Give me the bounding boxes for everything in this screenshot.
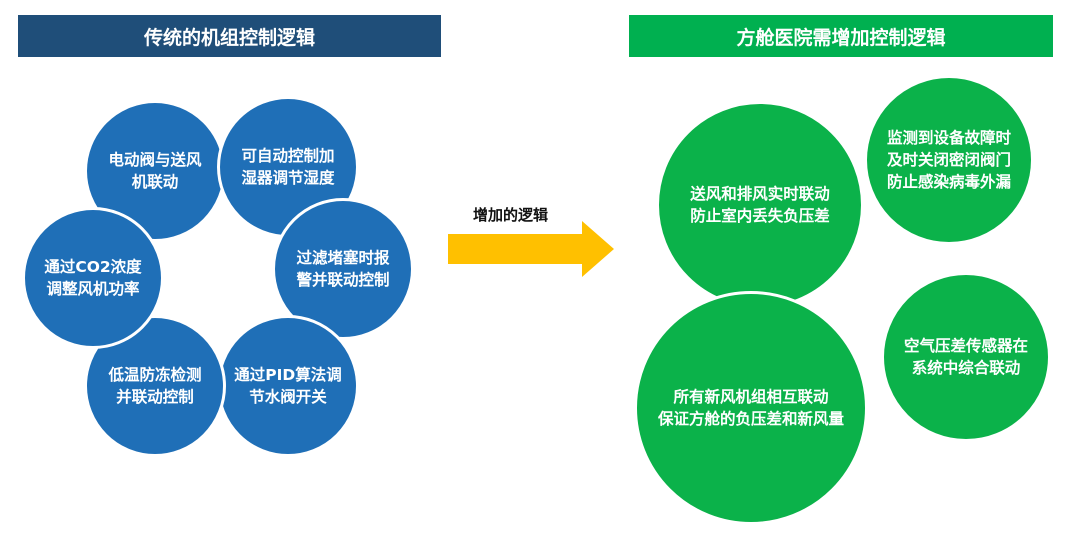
circle-fault-valve-close-text: 监测到设备故障时 及时关闭密闭阀门 防止感染病毒外漏 [886, 129, 1011, 191]
circle-pressure-sensor-text: 空气压差传感器在 系统中综合联动 [903, 337, 1028, 377]
circle-pid-valve-text: 通过PID算法调 节水阀开关 [234, 366, 342, 406]
circle-fresh-air-units: 所有新风机组相互联动 保证方舱的负压差和新风量 [634, 291, 868, 525]
circle-humidity-control-text: 可自动控制加 湿器调节湿度 [241, 147, 335, 187]
circle-pid-valve: 通过PID算法调 节水阀开关 [217, 315, 359, 457]
circle-co2-fan-power: 通过CO2浓度 调整风机功率 [22, 207, 164, 349]
right-arrow-icon [448, 221, 614, 277]
circle-fault-valve-close: 监测到设备故障时 及时关闭密闭阀门 防止感染病毒外漏 [864, 75, 1034, 245]
traditional-logic-banner: 传统的机组控制逻辑 [18, 15, 441, 57]
circle-fresh-air-units-text: 所有新风机组相互联动 保证方舱的负压差和新风量 [657, 388, 844, 428]
circle-valve-fan-linkage-text: 电动阀与送风 机联动 [108, 151, 202, 191]
circle-filter-alarm-text: 过滤堵塞时报 警并联动控制 [296, 249, 390, 289]
circle-pressure-sensor: 空气压差传感器在 系统中综合联动 [881, 272, 1051, 442]
circle-co2-fan-power-text: 通过CO2浓度 调整风机功率 [44, 258, 142, 298]
added-logic-banner: 方舱医院需增加控制逻辑 [629, 15, 1053, 57]
traditional-logic-title: 传统的机组控制逻辑 [143, 26, 315, 49]
added-logic-arrow-label: 增加的逻辑 [473, 206, 549, 224]
circle-humidity-control: 可自动控制加 湿器调节湿度 [217, 96, 359, 238]
circle-supply-exhaust-linkage-text: 送风和排风实时联动 防止室内丢失负压差 [690, 185, 830, 225]
circle-antifreeze-text: 低温防冻检测 并联动控制 [108, 366, 202, 406]
added-logic-title: 方舱医院需增加控制逻辑 [736, 26, 946, 49]
circle-supply-exhaust-linkage: 送风和排风实时联动 防止室内丢失负压差 [656, 101, 864, 309]
